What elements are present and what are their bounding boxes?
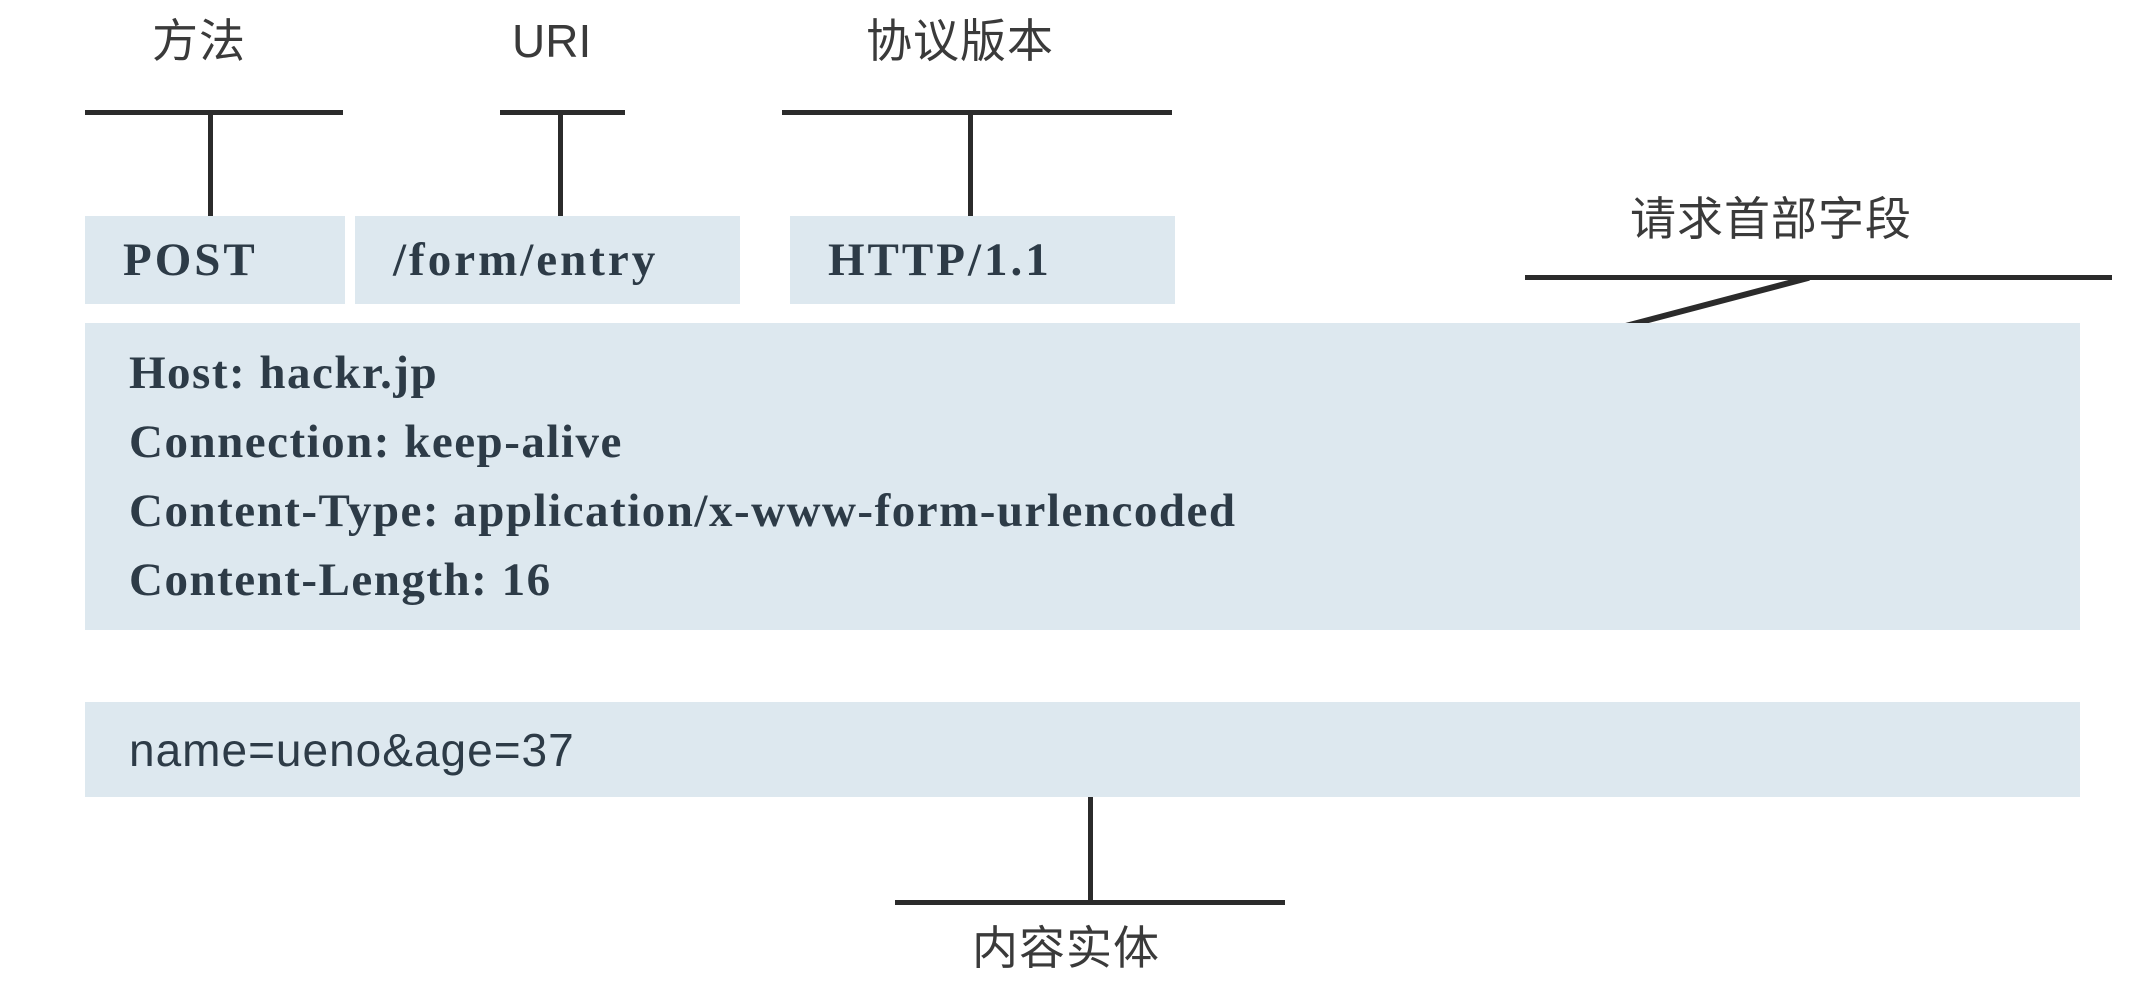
request-version-text: HTTP/1.1 [828, 234, 1052, 286]
header-line: Content-Length: 16 [129, 553, 552, 606]
header-line: Connection: keep-alive [129, 415, 623, 468]
request-method-field[interactable]: POST [85, 216, 345, 304]
bracket-stem-method [208, 110, 213, 216]
leader-line-request-header-fields [1615, 275, 1811, 331]
annotation-rule-request-header-fields [1525, 275, 2112, 280]
callout-label-uri: URI [512, 15, 592, 67]
request-uri-text: /form/entry [393, 234, 659, 286]
request-method-text: POST [123, 234, 258, 286]
request-uri-field[interactable]: /form/entry [355, 216, 740, 304]
bracket-rule-protocol-version [782, 110, 1172, 115]
callout-label-protocol-version: 协议版本 [866, 15, 1054, 67]
request-body-block[interactable]: name=ueno&age=37 [85, 702, 2080, 797]
bracket-stem-content-entity [1088, 797, 1093, 905]
bracket-stem-protocol-version [968, 110, 973, 216]
request-version-field[interactable]: HTTP/1.1 [790, 216, 1175, 304]
callout-label-method: 方法 [152, 15, 246, 67]
request-headers-block[interactable]: Host: hackr.jp Connection: keep-alive Co… [85, 323, 2080, 630]
callout-label-content-entity: 内容实体 [972, 922, 1160, 974]
header-line: Host: hackr.jp [129, 346, 439, 399]
bracket-rule-method [85, 110, 343, 115]
bracket-rule-content-entity [895, 900, 1285, 905]
bracket-stem-uri [558, 110, 563, 216]
request-body-text: name=ueno&age=37 [129, 723, 575, 776]
callout-label-request-header-fields: 请求首部字段 [1630, 193, 1912, 245]
header-line: Content-Type: application/x-www-form-url… [129, 484, 1237, 537]
